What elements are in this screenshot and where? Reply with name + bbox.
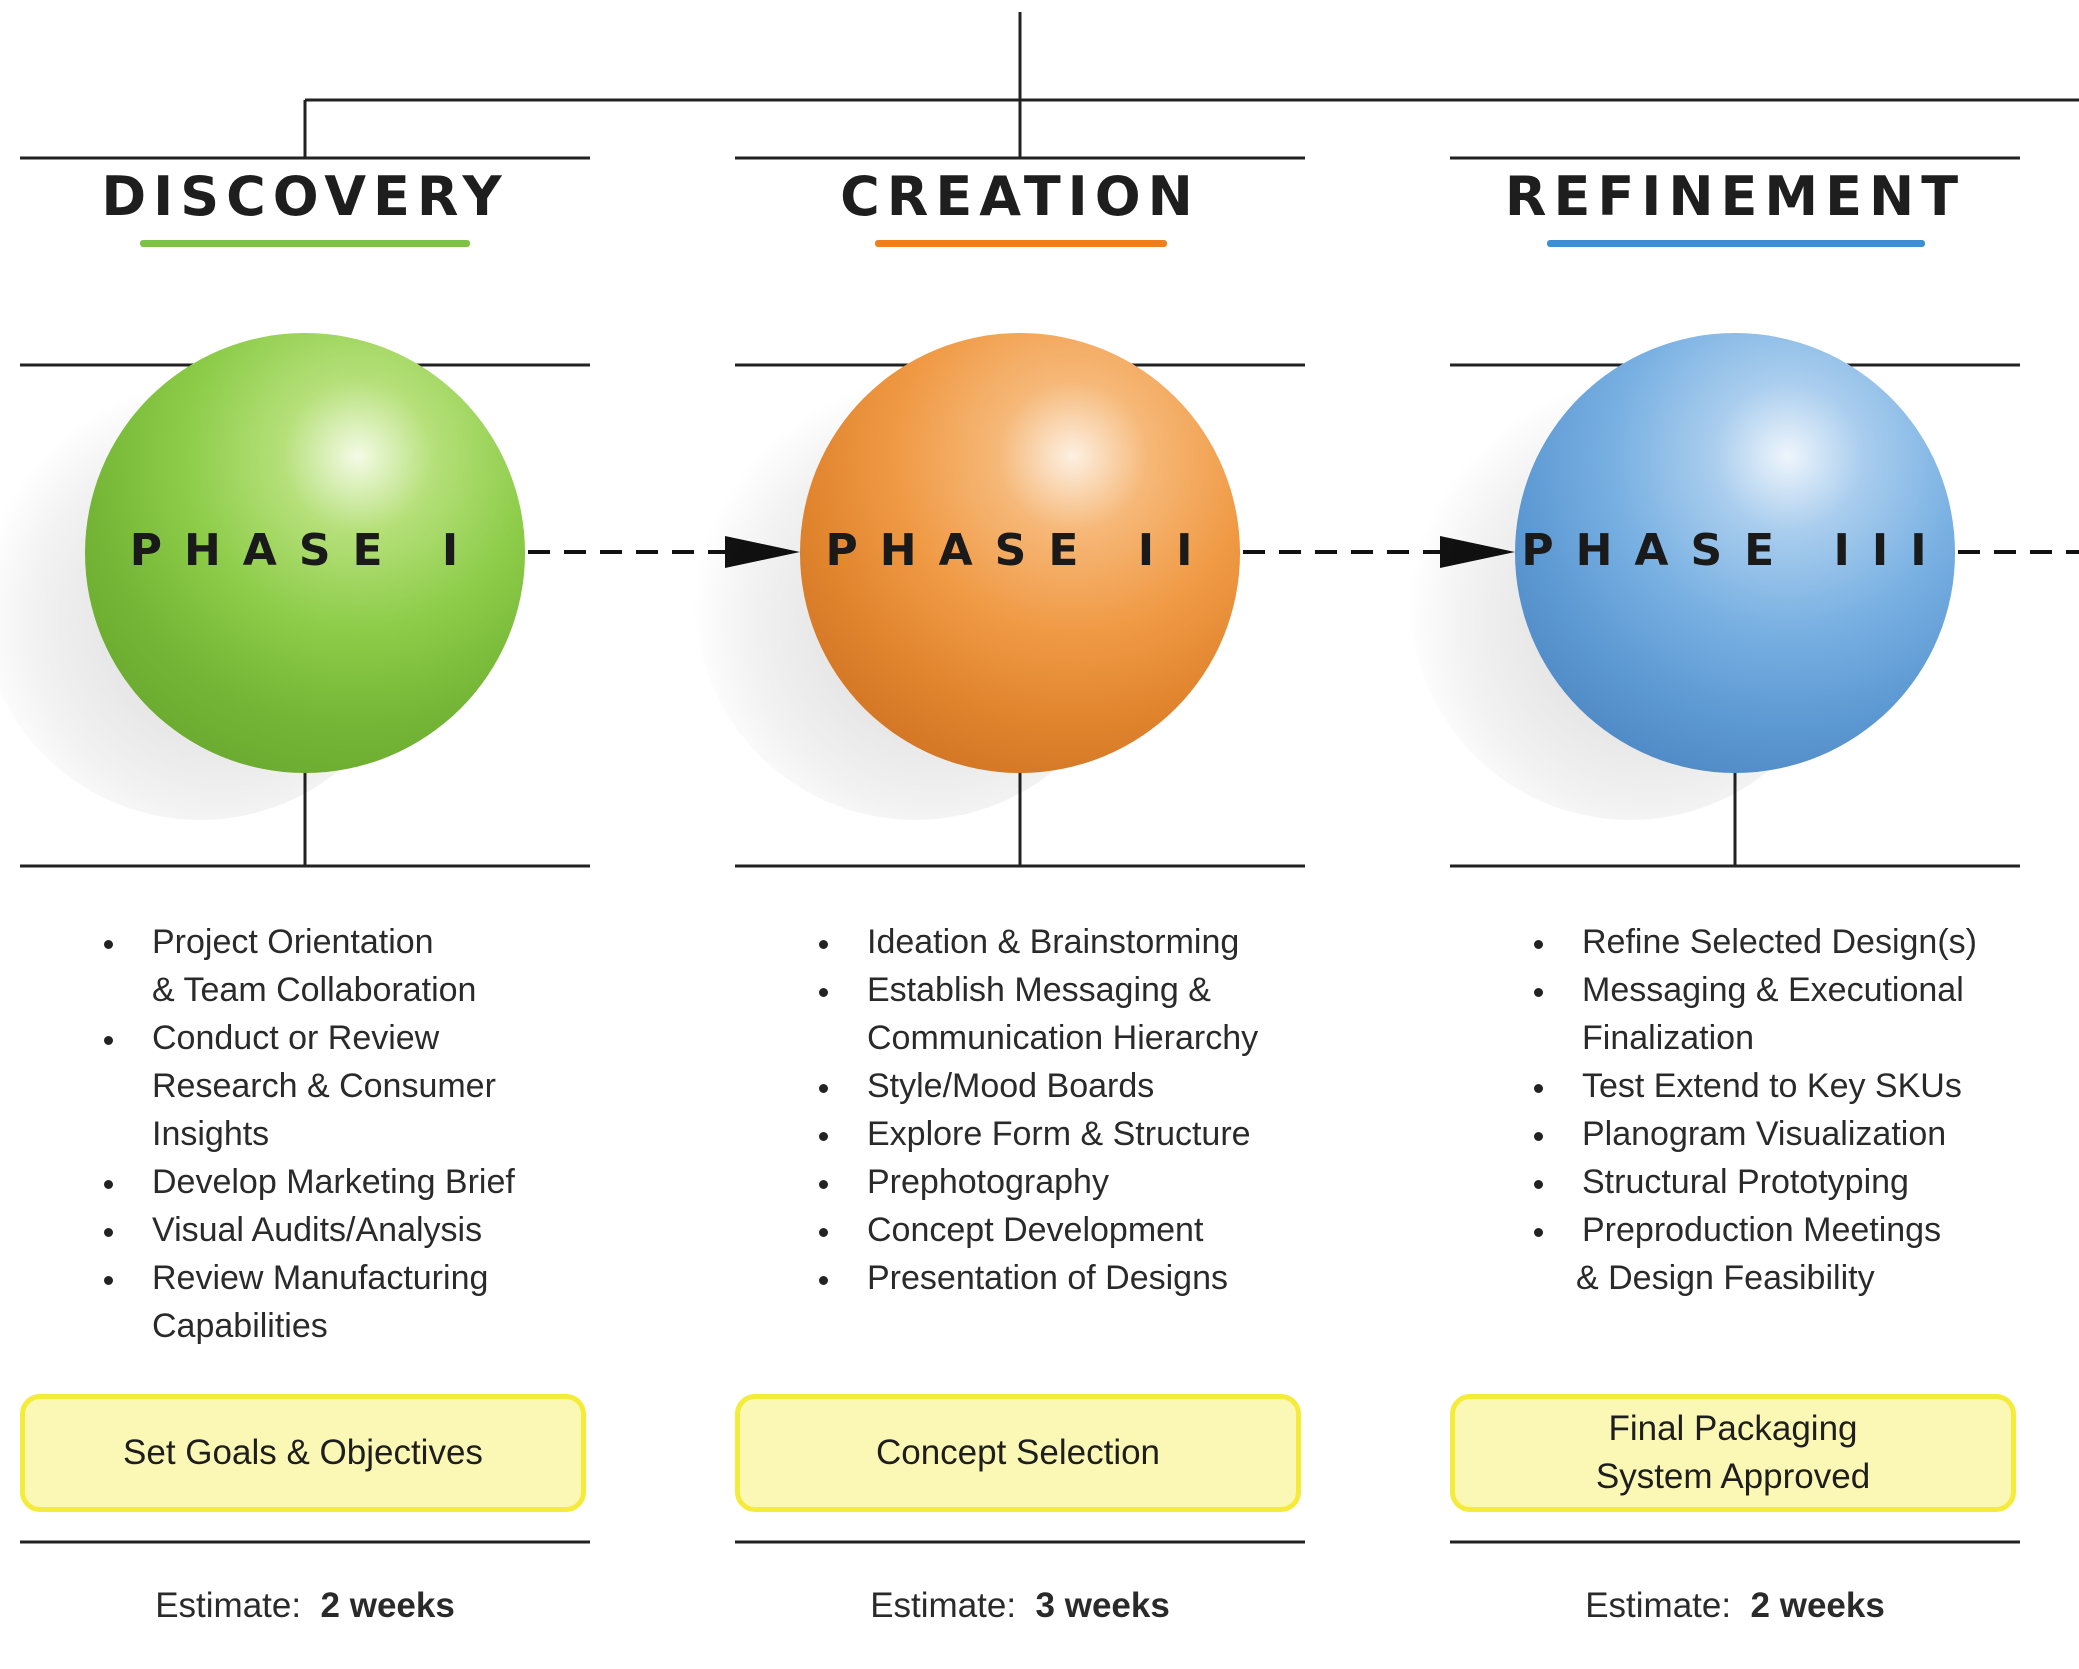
title-underline [140, 240, 470, 247]
bullet-icon [819, 940, 828, 949]
estimate-label: Estimate: [155, 1586, 302, 1625]
estimate: Estimate: 2 weeks [1450, 1586, 2020, 1626]
task-text: Messaging & Executional [1582, 971, 1964, 1009]
arrowhead-icon [1440, 536, 1515, 568]
phase-label: PHASE I [129, 525, 481, 576]
task-text: Structural Prototyping [1582, 1163, 1909, 1201]
task-text-continuation: Research & Consumer Insights [152, 1067, 496, 1153]
bullet-icon [819, 1180, 828, 1189]
task-text-continuation: & Team Collaboration [152, 971, 477, 1009]
estimate-value: 2 weeks [1750, 1586, 1885, 1625]
bullet-icon [819, 1132, 828, 1141]
list-item: Develop Marketing Brief [90, 1158, 590, 1206]
estimate-label: Estimate: [870, 1586, 1017, 1625]
list-item: Ideation & Brainstorming [805, 918, 1305, 966]
phase-column-creation: CREATION PHASE II Ideation & Brainstormi… [695, 0, 1305, 1669]
task-text: Conduct or Review [152, 1019, 440, 1057]
bullet-icon [819, 1276, 828, 1285]
estimate-value: 2 weeks [320, 1586, 455, 1625]
title-underline [1547, 240, 1925, 247]
task-text: Ideation & Brainstorming [867, 923, 1240, 961]
task-text-continuation: Capabilities [152, 1307, 328, 1345]
list-item: Test Extend to Key SKUs [1520, 1062, 2020, 1110]
estimate: Estimate: 3 weeks [735, 1586, 1305, 1626]
task-text: Develop Marketing Brief [152, 1163, 515, 1201]
bullet-icon [819, 1084, 828, 1093]
task-text: Concept Development [867, 1211, 1204, 1249]
title-underline [875, 240, 1167, 247]
milestone-box: Final Packaging System Approved [1450, 1394, 2016, 1512]
list-item: Preproduction Meetings & Design Feasibili… [1520, 1206, 2020, 1302]
task-text: Project Orientation [152, 923, 434, 961]
list-item: Prephotography [805, 1158, 1305, 1206]
list-item: Planogram Visualization [1520, 1110, 2020, 1158]
task-list: Project Orientation& Team Collaboration … [90, 918, 590, 1350]
list-item: Project Orientation & Team Collaboration [90, 918, 590, 1014]
bullet-icon [1534, 1084, 1543, 1093]
list-item: Presentation of Designs [805, 1254, 1305, 1302]
bullet-icon [819, 988, 828, 997]
arrowhead-icon [725, 536, 800, 568]
task-list: Refine Selected Design(s) Messaging & Ex… [1520, 918, 2020, 1302]
bullet-icon [1534, 1180, 1543, 1189]
task-text-continuation: Finalization [1582, 1019, 1754, 1057]
column-title: CREATION [840, 165, 1200, 228]
task-list: Ideation & Brainstorming Establish Messa… [805, 918, 1305, 1302]
phase-column-discovery: DISCOVERY PHASE I Project Orientation & T… [0, 0, 590, 1669]
phase-label: PHASE II [825, 525, 1215, 576]
phase-sphere [1515, 333, 1955, 773]
phase-sphere [800, 333, 1240, 773]
bullet-icon [1534, 1228, 1543, 1237]
milestone-box: Set Goals & Objectives [20, 1394, 586, 1512]
list-item: Style/Mood Boards [805, 1062, 1305, 1110]
task-text: Review Manufacturing [152, 1259, 489, 1297]
task-text: Presentation of Designs [867, 1259, 1228, 1297]
task-text: Style/Mood Boards [867, 1067, 1155, 1105]
list-item: Structural Prototyping [1520, 1158, 2020, 1206]
column-title: REFINEMENT [1504, 165, 1966, 228]
task-text: Refine Selected Design(s) [1582, 923, 1977, 961]
phase-column-refinement: REFINEMENT PHASE III Refine Selected Des… [1410, 0, 2020, 1669]
list-item: Explore Form & Structure [805, 1110, 1305, 1158]
task-text: Explore Form & Structure [867, 1115, 1251, 1153]
task-text-continuation: & Design Feasibility [1576, 1259, 1875, 1297]
task-text-continuation: Communication Hierarchy [867, 1019, 1259, 1057]
list-item: Concept Development [805, 1206, 1305, 1254]
bullet-icon [1534, 940, 1543, 949]
estimate-value: 3 weeks [1035, 1586, 1170, 1625]
list-item: Visual Audits/Analysis [90, 1206, 590, 1254]
bullet-icon [104, 1228, 113, 1237]
bullet-icon [1534, 988, 1543, 997]
bullet-icon [104, 940, 113, 949]
task-text: Prephotography [867, 1163, 1109, 1201]
task-text: Visual Audits/Analysis [152, 1211, 483, 1249]
estimate: Estimate: 2 weeks [20, 1586, 590, 1626]
bullet-icon [104, 1180, 113, 1189]
task-text: Planogram Visualization [1582, 1115, 1947, 1153]
estimate-label: Estimate: [1585, 1586, 1732, 1625]
bullet-icon [104, 1036, 113, 1045]
task-text: Establish Messaging & [867, 971, 1211, 1009]
phase-sphere [85, 333, 525, 773]
milestone-box: Concept Selection [735, 1394, 1301, 1512]
task-text: Test Extend to Key SKUs [1582, 1067, 1962, 1105]
list-item: Establish Messaging & Communication Hiera… [805, 966, 1305, 1062]
phase-label: PHASE III [1521, 525, 1949, 576]
list-item: Refine Selected Design(s) [1520, 918, 2020, 966]
column-title: DISCOVERY [101, 165, 509, 228]
bullet-icon [104, 1276, 113, 1285]
task-text: Preproduction Meetings [1582, 1211, 1942, 1249]
bullet-icon [1534, 1132, 1543, 1141]
column-rules [20, 156, 2020, 1544]
bullet-icon [819, 1228, 828, 1237]
